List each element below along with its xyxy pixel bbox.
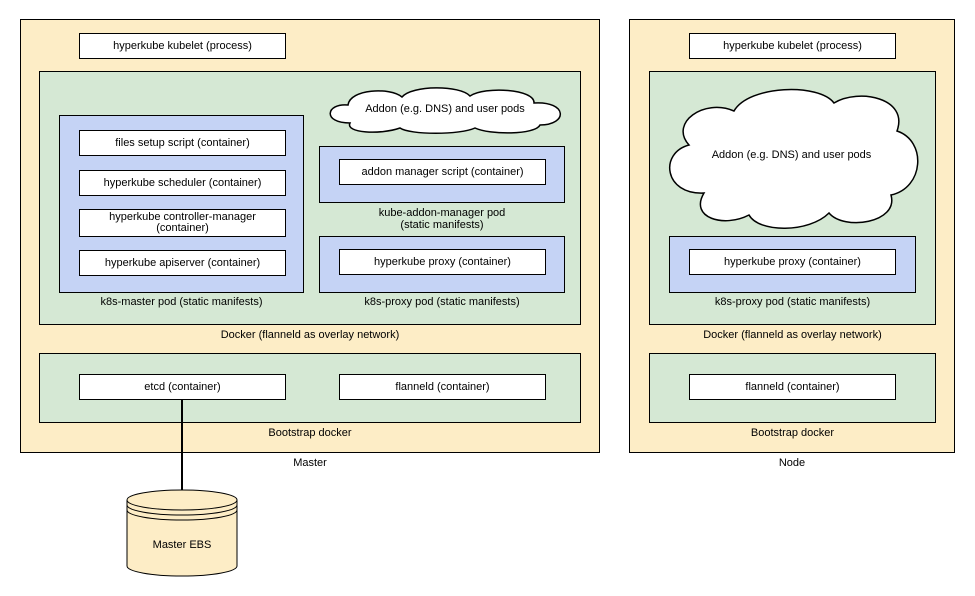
master-proxy-container: hyperkube proxy (container) [339,249,546,275]
addon-manager-container: addon manager script (container) [339,159,546,185]
files-setup-container: files setup script (container) [79,130,286,156]
scheduler-container: hyperkube scheduler (container) [79,170,286,196]
master-kubelet: hyperkube kubelet (process) [79,33,286,59]
master-docker-label: Docker (flanneld as overlay network) [220,329,400,341]
addon-manager-pod-label-1: kube-addon-manager pod [378,207,506,219]
node-proxy-container: hyperkube proxy (container) [689,249,896,275]
node-addon-cloud-label: Addon (e.g. DNS) and user pods [711,149,872,161]
master-addon-cloud [329,87,561,134]
master-bootstrap-label: Bootstrap docker [268,427,352,439]
master-proxy-pod-label: k8s-proxy pod (static manifests) [364,296,520,308]
node-addon-cloud [669,88,919,229]
controller-manager-container: hyperkube controller-manager (container) [79,209,286,237]
master-pod-label: k8s-master pod (static manifests) [100,296,263,308]
node-docker-label: Docker (flanneld as overlay network) [703,329,882,341]
master-label: Master [293,457,327,469]
node-proxy-pod-label: k8s-proxy pod (static manifests) [714,296,871,308]
node-flanneld-container: flanneld (container) [689,374,896,400]
etcd-container: etcd (container) [79,374,286,400]
master-ebs-label: Master EBS [152,539,212,551]
node-bootstrap-label: Bootstrap docker [750,427,835,439]
apiserver-container: hyperkube apiserver (container) [79,250,286,276]
master-ebs-cylinder [126,489,238,577]
master-addon-cloud-label: Addon (e.g. DNS) and user pods [365,103,525,115]
master-flanneld-container: flanneld (container) [339,374,546,400]
node-kubelet: hyperkube kubelet (process) [689,33,896,59]
addon-manager-pod-label-2: (static manifests) [400,219,484,231]
node-label: Node [778,457,806,469]
